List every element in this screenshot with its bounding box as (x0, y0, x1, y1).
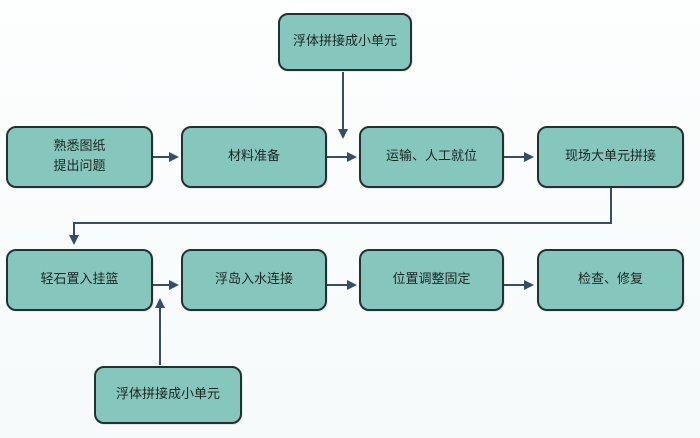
node-connect: 浮岛入水连接 (181, 249, 327, 311)
node-familiarize: 熟悉图纸 提出问题 (6, 126, 153, 188)
node-transport: 运输、人工就位 (359, 126, 504, 188)
node-gravel: 轻石置入挂篮 (6, 249, 153, 311)
node-bottom-input: 浮体拼接成小单元 (94, 366, 242, 424)
node-material: 材料准备 (181, 126, 327, 188)
node-top-input: 浮体拼接成小单元 (278, 13, 412, 71)
node-adjust: 位置调整固定 (359, 249, 504, 311)
arrow-assemble-to-gravel (69, 188, 612, 245)
node-assemble: 现场大单元拼接 (537, 126, 684, 188)
node-inspect: 检查、修复 (537, 249, 684, 311)
